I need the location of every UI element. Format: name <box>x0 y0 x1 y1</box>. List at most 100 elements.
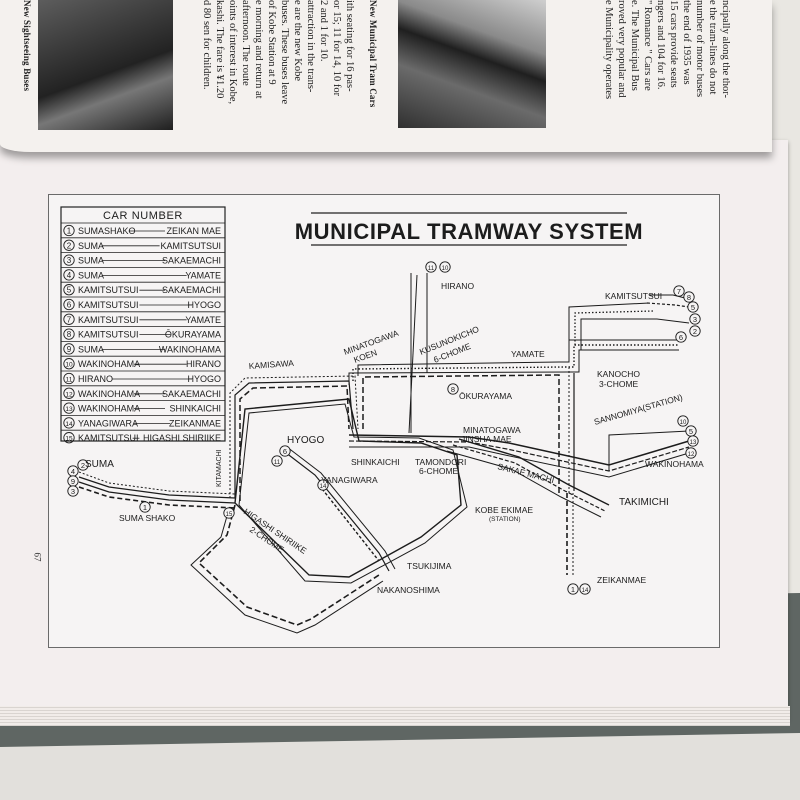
legend-route-text: KAMITSUTSUI <box>78 330 139 340</box>
right-column-line: e. The Municipal Bus <box>629 0 640 91</box>
route-marker: 10 <box>677 415 689 427</box>
caption-tram-cars: New Municipal Tram Cars <box>368 0 378 108</box>
mid-column-line: ith seating for 16 pas- <box>344 0 355 92</box>
mid-column-line: kashi. The fare is ¥1.20 <box>214 0 225 99</box>
svg-text:11: 11 <box>428 266 435 272</box>
route-marker: 6 <box>279 445 291 457</box>
legend-route-text: KAMITSUTSUI <box>78 315 139 325</box>
label-kanocho-1: KANOCHO <box>597 369 640 379</box>
label-suma-shako: SUMA SHAKO <box>119 513 176 523</box>
mid-column-line: buses. These buses leave <box>279 0 290 105</box>
label-takimichi: TAKIMICHI <box>619 497 669 508</box>
route-marker: 1 <box>567 583 579 595</box>
route-marker: 5 <box>687 301 699 313</box>
label-kobe-ekimae-2: (STATION) <box>489 516 521 523</box>
legend-number: 13 <box>65 406 73 413</box>
legend-number: 5 <box>67 286 72 295</box>
svg-text:5: 5 <box>691 303 695 312</box>
right-column-line: roved very popular and <box>616 0 627 98</box>
legend-number: 4 <box>67 271 72 280</box>
tram-routes <box>78 273 690 634</box>
legend-route-text: KAMITSUTSUI <box>78 433 139 443</box>
legend-number: 14 <box>65 421 73 428</box>
route-marker: 14 <box>579 583 591 595</box>
route-marker: 3 <box>689 313 701 325</box>
legend-number-circle <box>63 402 75 414</box>
route-marker: 8 <box>447 383 459 395</box>
route-marker: 12 <box>685 447 697 459</box>
label-shinkaichi: SHINKAICHI <box>351 457 400 467</box>
route-marker: 4 <box>67 465 79 477</box>
legend-route-destination: YAMATE <box>185 270 221 280</box>
legend-number: 9 <box>67 345 72 354</box>
legend-number: 6 <box>67 301 72 310</box>
route-marker: 2 <box>689 325 701 337</box>
legend-route-destination: HYOGO <box>187 374 221 384</box>
legend-number-circle <box>63 254 75 266</box>
legend-number-circle <box>63 328 75 340</box>
svg-text:6: 6 <box>283 447 287 456</box>
svg-text:6: 6 <box>679 333 683 342</box>
photo-tram <box>398 0 546 128</box>
svg-text:2: 2 <box>81 461 85 470</box>
mid-column-line: d 80 sen for children. <box>201 0 212 90</box>
label-sakaemachi: SAKAE MACHI <box>497 461 556 485</box>
legend-number-circle <box>63 313 75 325</box>
svg-text:7: 7 <box>677 287 681 296</box>
legend-number-circle <box>63 358 75 370</box>
caption-sightseeing-buses: New Sightseeing Buses <box>22 0 32 92</box>
legend-route-destination: HIRANO <box>186 359 221 369</box>
map-title-text: MUNICIPAL TRAMWAY SYSTEM <box>295 219 644 244</box>
legend-number-circle <box>63 343 75 355</box>
upper-page: New Sightseeing Buses ith seating for 16… <box>0 0 772 152</box>
svg-text:14: 14 <box>582 588 589 594</box>
right-column-line: 15 cars provide seats <box>668 0 679 88</box>
route-marker: 11 <box>425 261 437 273</box>
svg-text:3: 3 <box>71 487 75 496</box>
right-column-line: e Municipality operates <box>603 0 614 100</box>
right-column-line: number of motor buses <box>694 0 705 98</box>
svg-text:3: 3 <box>693 315 697 324</box>
label-yanagiwara: YANAGIWARA <box>321 475 378 485</box>
legend-route-destination: YAMATE <box>185 315 221 325</box>
legend-route-destination: SAKAEMACHI <box>162 256 221 266</box>
legend-route-text: SUMA <box>78 241 104 251</box>
route-marker: 5 <box>685 425 697 437</box>
page-stack-edge <box>0 706 790 726</box>
legend-route-destination: ZEIKAN MAE <box>166 226 221 236</box>
label-tamondori-1: TAMONDORI <box>415 457 466 467</box>
svg-text:9: 9 <box>71 477 75 486</box>
svg-text:8: 8 <box>687 293 691 302</box>
label-kitamachi: KITAMACHI <box>216 449 223 487</box>
text-column-right: ncipally along the thor-e the tram-lines… <box>552 0 732 140</box>
legend-route-text: KAMITSUTSUI <box>78 300 139 310</box>
legend-route-destination: SAKAEMACHI <box>162 389 221 399</box>
route-marker: 15 <box>223 507 235 519</box>
legend-number: 2 <box>67 241 72 250</box>
label-minatogawa-jinsha-1: MINATOGAWA <box>463 425 521 435</box>
page-number: 67 <box>32 552 43 562</box>
svg-text:10: 10 <box>680 420 687 426</box>
legend-route-destination: WAKINOHAMA <box>159 344 221 354</box>
legend-number-circle <box>63 432 75 444</box>
label-hirano: HIRANO <box>441 281 474 291</box>
route-marker: 9 <box>67 475 79 487</box>
mid-column-line: e morning and return at <box>253 0 264 99</box>
map-title: MUNICIPAL TRAMWAY SYSTEM <box>295 212 644 246</box>
label-suma: SUMA <box>85 459 114 470</box>
legend-route-destination: ŌKURAYAMA <box>165 330 221 340</box>
label-kamitsutsui: KAMITSUTSUI <box>605 291 662 301</box>
legend-route-destination: HIGASHI SHIRIIKE <box>143 433 221 443</box>
legend-number-circle <box>63 372 75 385</box>
right-column-line: " Romance " Cars are <box>642 0 653 91</box>
